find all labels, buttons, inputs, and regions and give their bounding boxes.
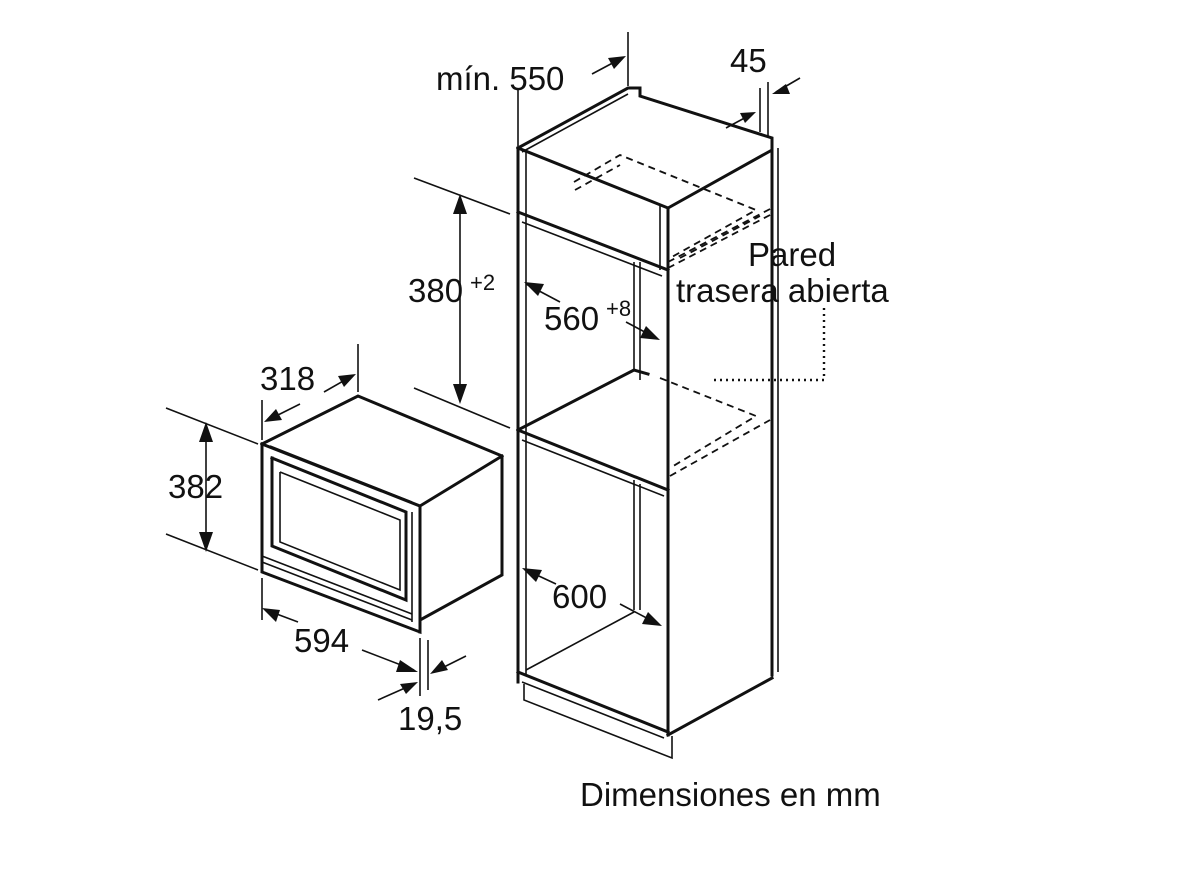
niche-width-label: 560 (544, 300, 599, 337)
niche-width-tolerance: +8 (606, 296, 631, 321)
appliance-depth-label: 318 (260, 360, 315, 397)
microwave-appliance (259, 394, 505, 635)
appliance-width-label: 594 (294, 622, 349, 659)
gap-45-label: 45 (730, 42, 767, 79)
units-caption: Dimensiones en mm (580, 776, 881, 813)
min-depth-label: mín. 550 (436, 60, 564, 97)
back-wall-label-line2: trasera abierta (676, 272, 889, 309)
appliance-height-label: 382 (168, 468, 223, 505)
cabinet-width-label: 600 (552, 578, 607, 615)
tall-cabinet (515, 86, 826, 760)
niche-height-tolerance: +2 (470, 270, 495, 295)
niche-height-label: 380 (408, 272, 463, 309)
back-wall-label-line1: Pared (748, 236, 836, 273)
dimension-lines (165, 32, 801, 701)
appliance-front-label: 19,5 (398, 700, 462, 737)
